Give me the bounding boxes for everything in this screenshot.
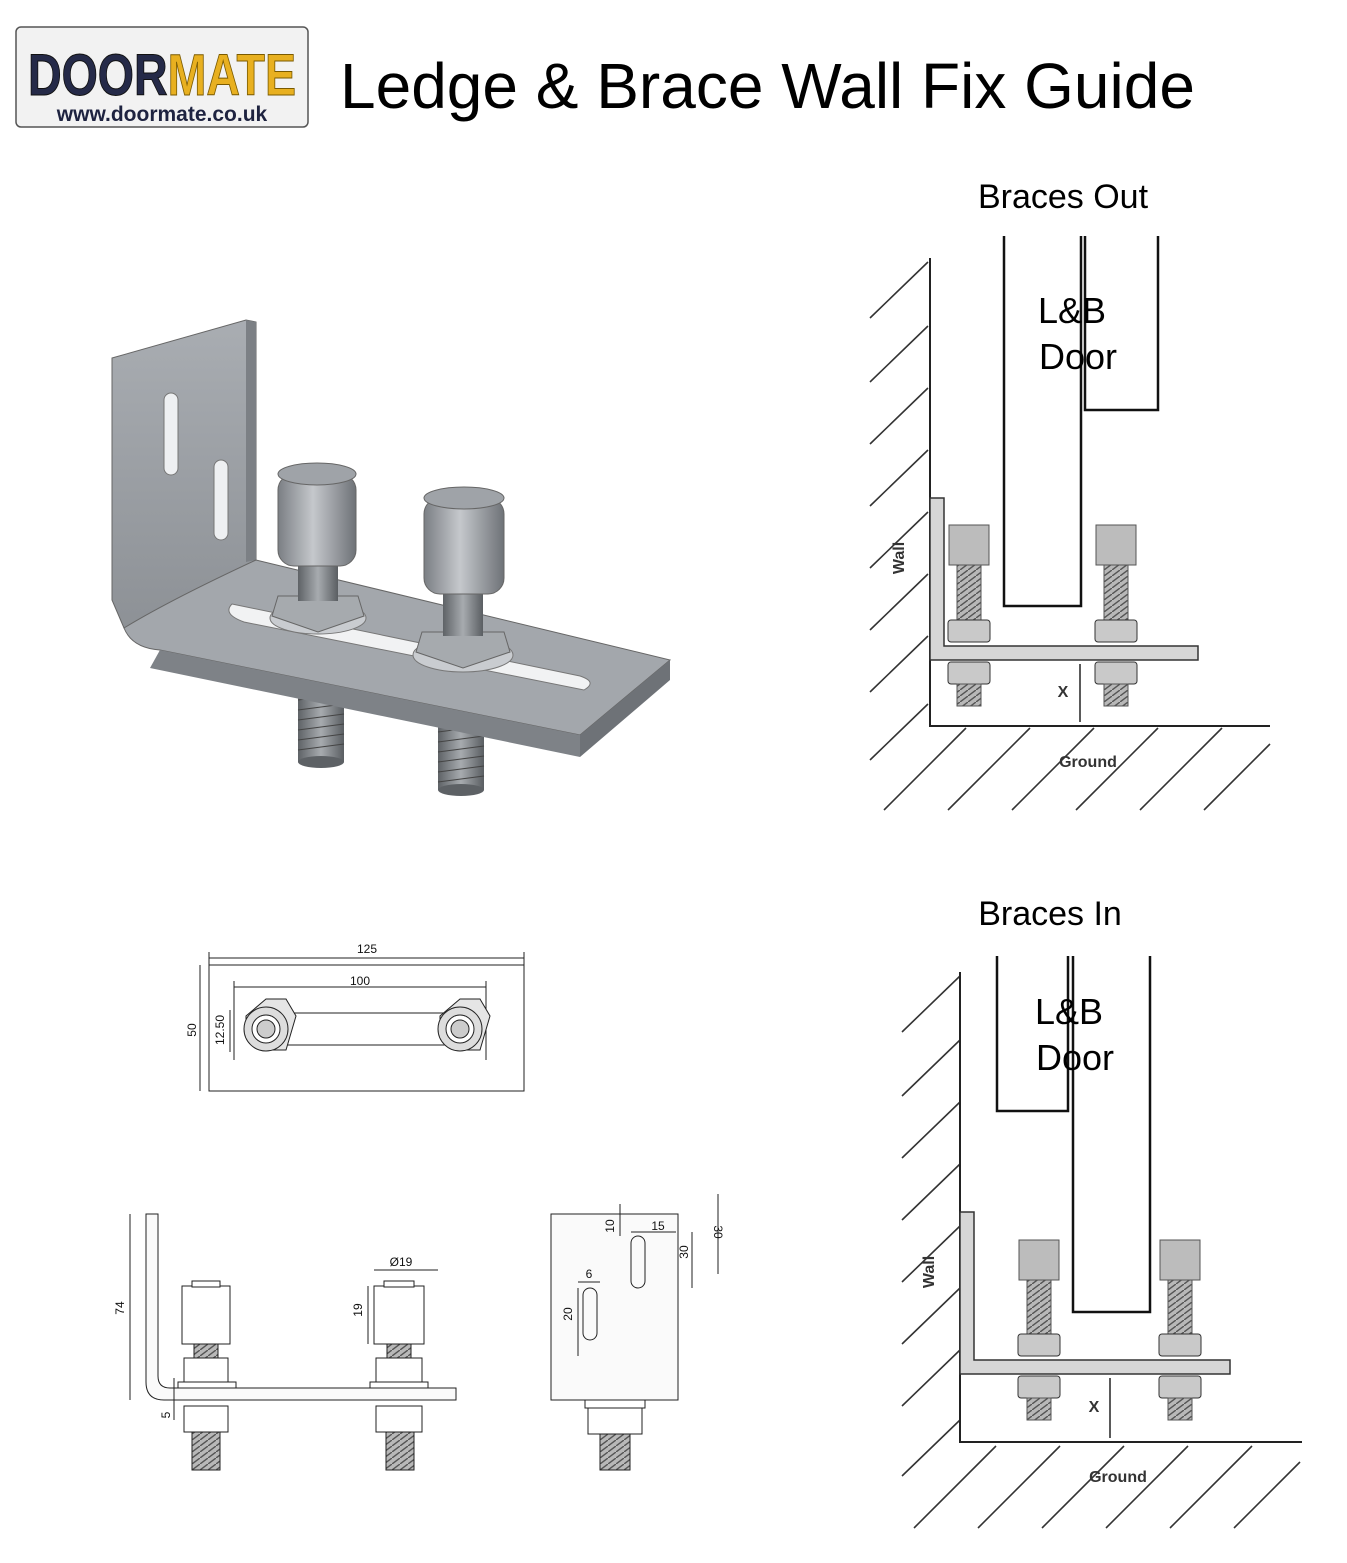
dim-end-small-width: 6 <box>586 1267 593 1281</box>
logo-url: www.doormate.co.uk <box>56 103 268 126</box>
dim-roller-height: 19 <box>351 1303 365 1317</box>
bracket-product-illustration <box>111 319 672 796</box>
dim-end-slot-width: 15 <box>651 1219 665 1233</box>
dim-plan-width: 125 <box>357 942 377 956</box>
logo-word-mate: MATE <box>168 43 296 108</box>
dim-side-height: 74 <box>113 1301 127 1315</box>
braces-out-door-label-1: L&B <box>1038 290 1106 331</box>
logo-word-door: DOOR <box>28 43 168 108</box>
braces-in-wall-label: Wall <box>921 1256 938 1288</box>
braces-out-title: Braces Out <box>978 178 1149 216</box>
braces-in-gap-label: X <box>1089 1399 1100 1416</box>
side-view-drawing <box>129 1213 457 1471</box>
braces-in-ground-label: Ground <box>1089 1469 1147 1486</box>
dim-plan-slot: 100 <box>350 974 370 988</box>
plan-view-drawing <box>199 952 525 1092</box>
braces-out-ground-label: Ground <box>1059 754 1117 771</box>
dim-end-small-len: 20 <box>561 1307 575 1321</box>
dim-roller-diameter: Ø19 <box>390 1255 413 1269</box>
dim-end-slot-len: 30 <box>677 1245 691 1259</box>
svg-text:DOORMATE: DOORMATE <box>28 43 296 108</box>
doormate-logo[interactable]: DOORMATE www.doormate.co.uk <box>15 26 309 128</box>
braces-out-wall-label: Wall <box>891 542 908 574</box>
page-title: Ledge & Brace Wall Fix Guide <box>340 50 1195 122</box>
braces-in-diagram <box>901 956 1302 1529</box>
braces-in-title: Braces In <box>978 895 1122 933</box>
braces-out-door-label-2: Door <box>1039 336 1117 377</box>
dim-end-top: 10 <box>603 1219 617 1233</box>
braces-in-door-label-2: Door <box>1036 1037 1114 1078</box>
braces-in-door-label-1: L&B <box>1035 991 1103 1032</box>
dim-plan-height: 50 <box>185 1023 199 1037</box>
end-view-drawing <box>550 1194 719 1471</box>
dim-end-right: 30 <box>711 1225 725 1239</box>
braces-out-diagram <box>869 236 1271 811</box>
dim-side-thickness: 5 <box>159 1411 173 1418</box>
dim-plan-offset: 12.50 <box>213 1015 227 1045</box>
braces-out-gap-label: X <box>1058 684 1069 701</box>
